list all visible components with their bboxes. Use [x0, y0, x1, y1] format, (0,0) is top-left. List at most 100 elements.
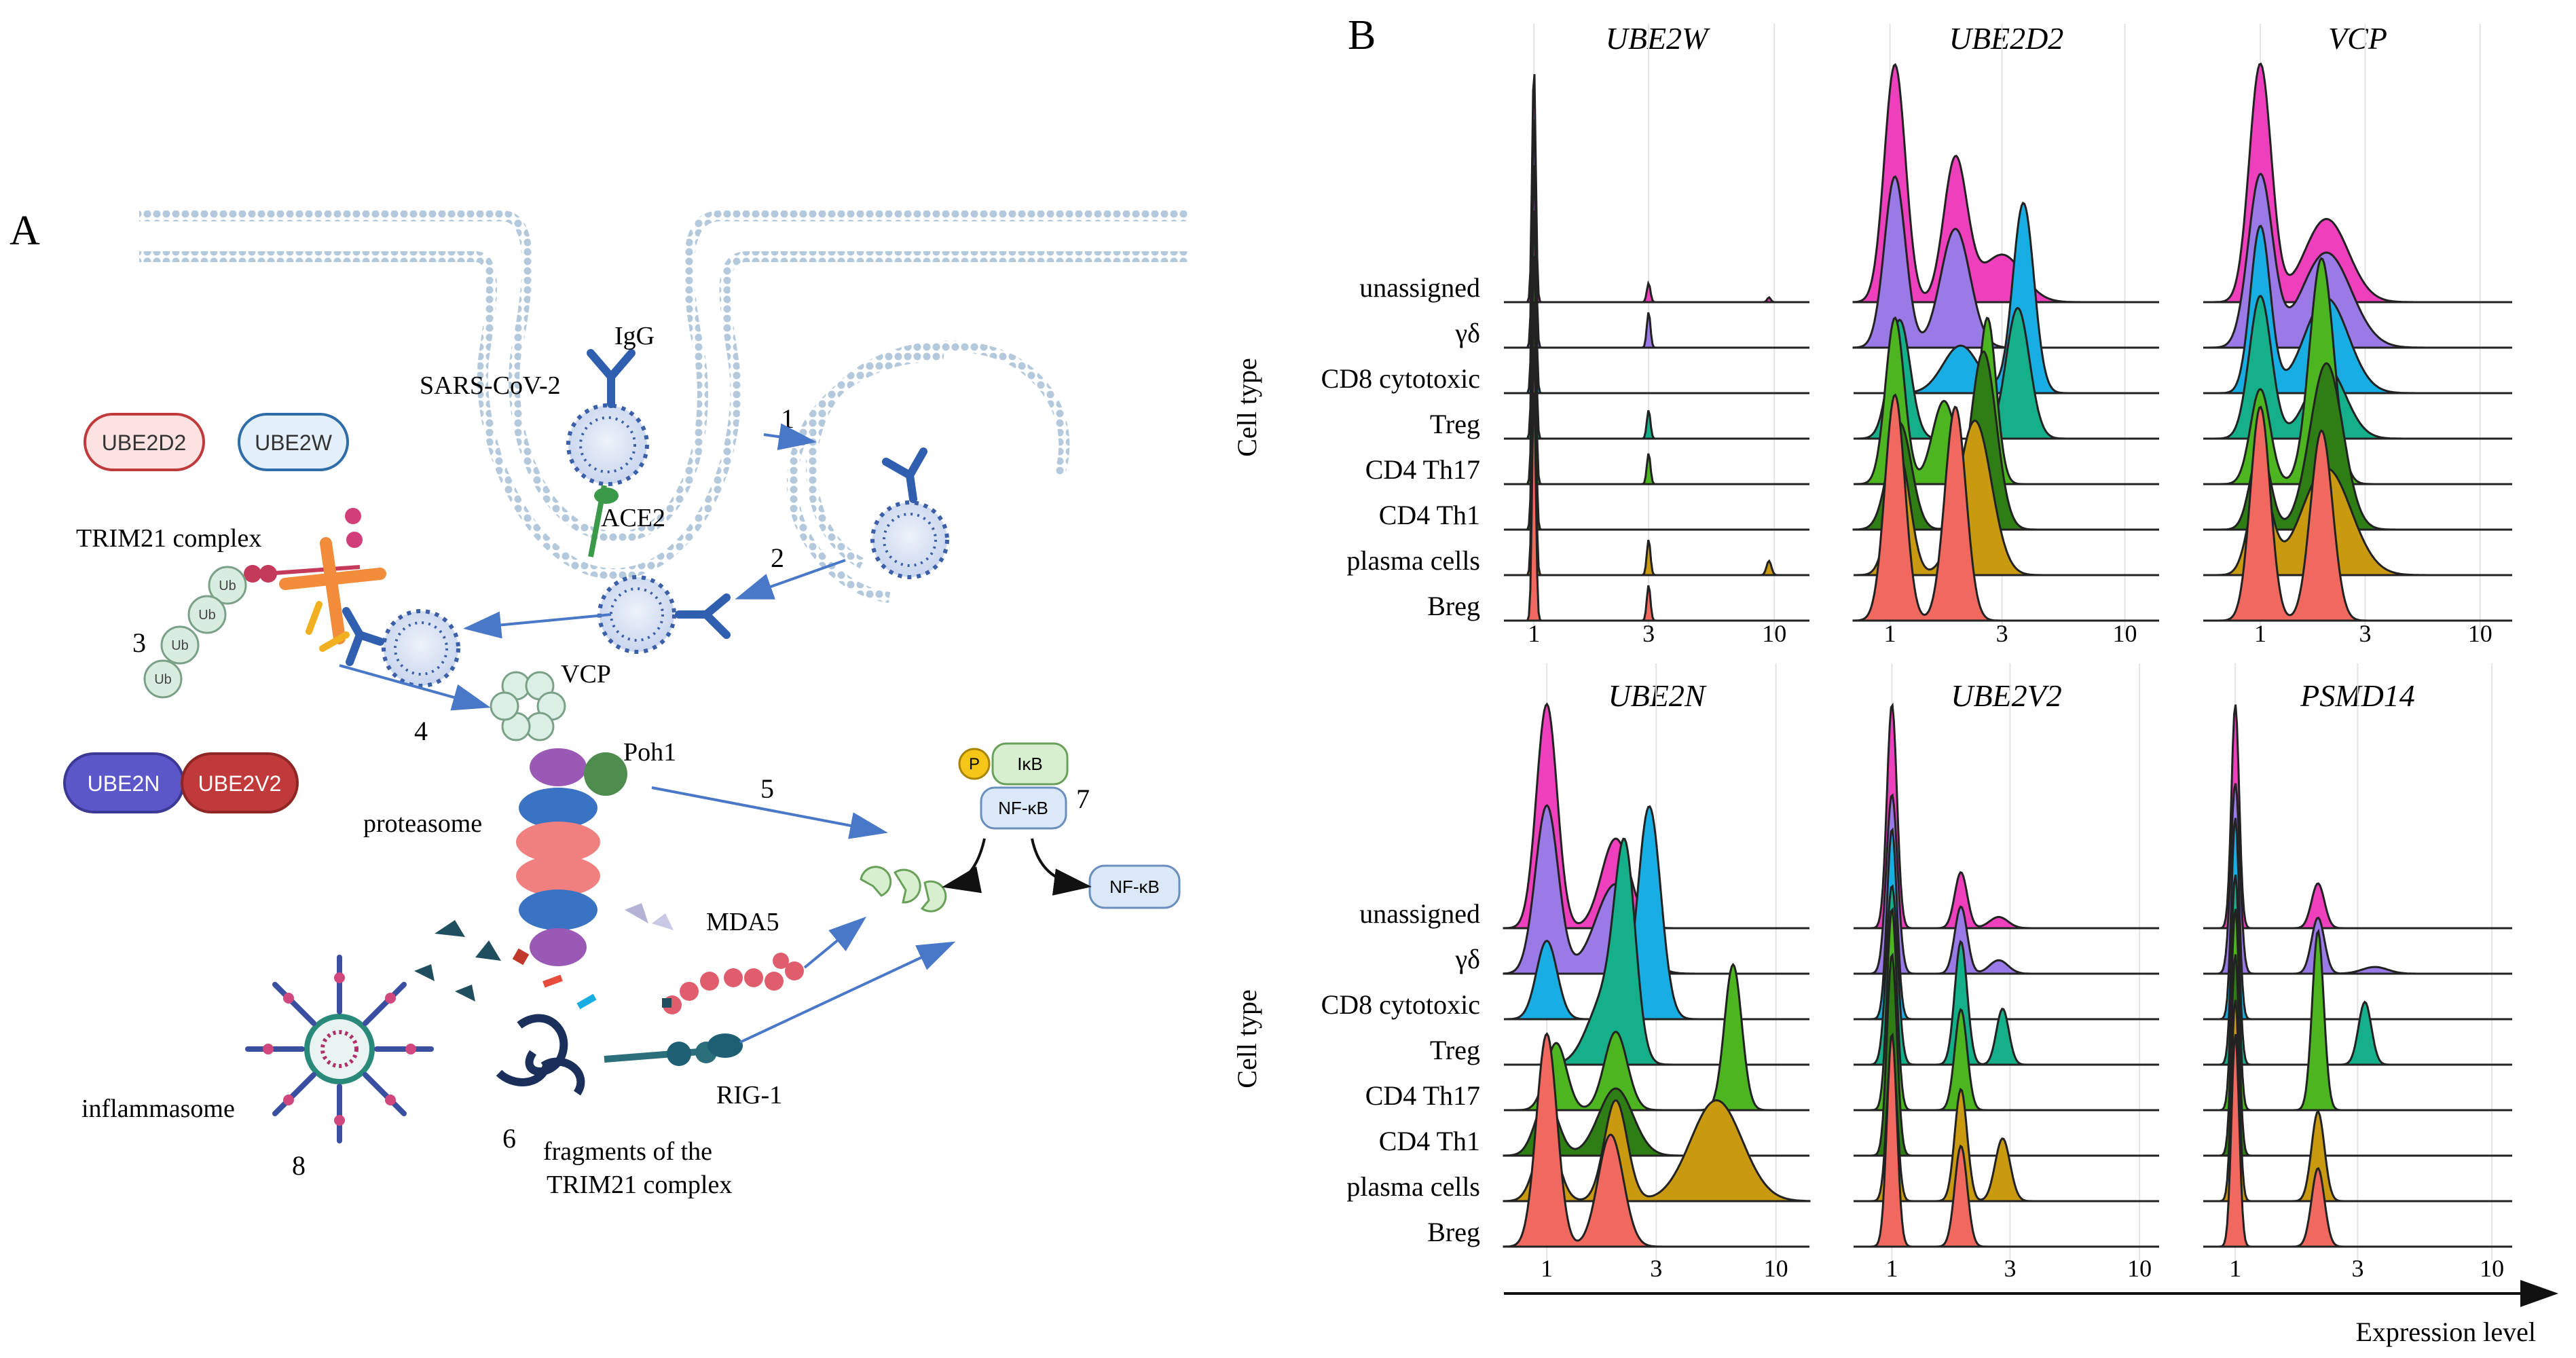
cell-type-label: Breg: [1427, 591, 1480, 621]
x-tick-label: 10: [2468, 620, 2492, 647]
cell-type-label: CD4 Th1: [1379, 500, 1480, 530]
endosome: [786, 340, 1070, 603]
cell-type-label: γδ: [1454, 944, 1480, 974]
ridge-density: [1504, 805, 1809, 1021]
x-tick-label: 1: [1528, 620, 1540, 647]
fragments-label-line2: TRIM21 complex: [547, 1171, 732, 1199]
ub-label: Ub: [198, 608, 216, 623]
x-tick-label: 3: [1996, 620, 2008, 647]
enzyme-ube2w: UBE2W: [238, 413, 349, 471]
x-tick-label: 1: [2254, 620, 2266, 647]
trim21-complex: [244, 508, 386, 652]
ub-label: Ub: [154, 672, 172, 687]
arrow-mda5: [803, 916, 867, 969]
enzyme-ube2v2-label: UBE2V2: [198, 771, 282, 796]
ridge-density: [1854, 316, 2159, 485]
trim21-label: TRIM21 complex: [76, 524, 261, 553]
inflammasome: [245, 955, 434, 1143]
arrow-step-2: [735, 559, 846, 600]
sars-label: SARS-CoV-2: [420, 371, 561, 400]
arrow-nfkb-release: [1031, 838, 1092, 896]
fragments-label-line1: fragments of the: [543, 1137, 712, 1166]
ridge-density: [1504, 392, 1809, 622]
proteasome-label: proteasome: [363, 809, 482, 838]
cell-type-label: CD8 cytotoxic: [1321, 363, 1480, 394]
cell-type-label: CD4 Th17: [1365, 454, 1480, 485]
enzyme-ube2n-label: UBE2N: [88, 771, 160, 796]
step-3: 3: [132, 627, 146, 658]
arrow-step-5: [651, 786, 888, 839]
ridge-density: [1854, 306, 2159, 440]
ridge-density: [2203, 257, 2512, 485]
step-4: 4: [414, 716, 428, 746]
nfkb-free: NF-κB: [1088, 864, 1181, 909]
x-tick-label: 1: [1885, 1255, 1898, 1282]
ridge-density: [1504, 962, 1809, 1112]
cell-membrane: [139, 210, 1188, 580]
ridge-density: [1504, 165, 1809, 394]
ridge-density: [1504, 74, 1809, 304]
step-2: 2: [771, 543, 784, 573]
xlabel: Expression level: [2356, 1317, 2537, 1347]
cell-type-label: CD4 Th1: [1379, 1126, 1480, 1156]
x-tick-label: 10: [1764, 1255, 1788, 1282]
ridge-density: [1854, 1032, 2159, 1248]
trim21-fragments: [414, 903, 674, 1096]
igg-antibody: [675, 593, 731, 639]
ridge-panel-title: UBE2V2: [1951, 678, 2062, 713]
ikb-nfkb-complex: P IκB NF-κB: [958, 742, 1069, 830]
vcp-hexamer: [490, 671, 566, 741]
pathway-arrows: [339, 423, 956, 1044]
ridge-density: [1852, 393, 2159, 622]
cell-type-label: CD4 Th17: [1365, 1080, 1480, 1111]
x-tick-label: 3: [1642, 620, 1655, 647]
ub-label: Ub: [171, 638, 189, 653]
x-tick-label: 1: [2229, 1255, 2241, 1282]
cell-type-label: Treg: [1430, 1035, 1480, 1065]
enzyme-ube2n: UBE2N: [63, 752, 185, 813]
x-tick-label: 1: [1884, 620, 1896, 647]
panel-b-letter: B: [1348, 12, 1376, 58]
x-tick-label: 10: [2112, 620, 2137, 647]
x-tick-label: 10: [2127, 1255, 2152, 1282]
ridge-density: [1504, 210, 1809, 440]
rig1-chain: [604, 1033, 743, 1066]
enzyme-ube2d2: UBE2D2: [84, 413, 205, 471]
ridge-panel-title: VCP: [2328, 21, 2387, 56]
ubiquitin-chain: Ub Ub Ub Ub: [143, 566, 247, 699]
panel-b: B Cell type Cell type Expression level u…: [1232, 12, 2558, 1347]
ub-label: Ub: [219, 579, 236, 593]
x-tick-label: 10: [2480, 1255, 2504, 1282]
x-tick-label: 3: [2004, 1255, 2016, 1282]
igg-antibody: [342, 607, 384, 666]
enzyme-ube2w-label: UBE2W: [255, 430, 333, 455]
virus-particle: [382, 609, 460, 688]
x-tick-label: 3: [2352, 1255, 2364, 1282]
nfkb-label: NF-κB: [998, 798, 1048, 818]
ridge-panel-title: UBE2N: [1608, 678, 1706, 713]
panel-a-letter: A: [10, 208, 40, 254]
arrow-step-1: [763, 423, 817, 451]
x-tick-label: 10: [1762, 620, 1786, 647]
ikb-fragments: [860, 866, 947, 913]
x-tick-label: 1: [1541, 1255, 1553, 1282]
step-6: 6: [502, 1123, 516, 1154]
proteasome: [516, 748, 627, 966]
cell-type-label: unassigned: [1359, 272, 1480, 303]
rig1-label: RIG-1: [716, 1081, 782, 1109]
ridge-density: [2203, 405, 2512, 622]
poh1-label: Poh1: [623, 738, 676, 767]
panel-a: A: [10, 208, 1188, 1199]
cell-type-label: Breg: [1427, 1217, 1480, 1247]
ylabel-bottom: Cell type: [1232, 989, 1262, 1088]
ikb-label: IκB: [1017, 754, 1043, 774]
virus-particle: [566, 403, 649, 486]
ridge-density: [2203, 1033, 2512, 1248]
ridge-panel-title: UBE2W: [1606, 21, 1710, 56]
p-label: P: [969, 755, 980, 773]
ridge-density: [1504, 120, 1809, 349]
